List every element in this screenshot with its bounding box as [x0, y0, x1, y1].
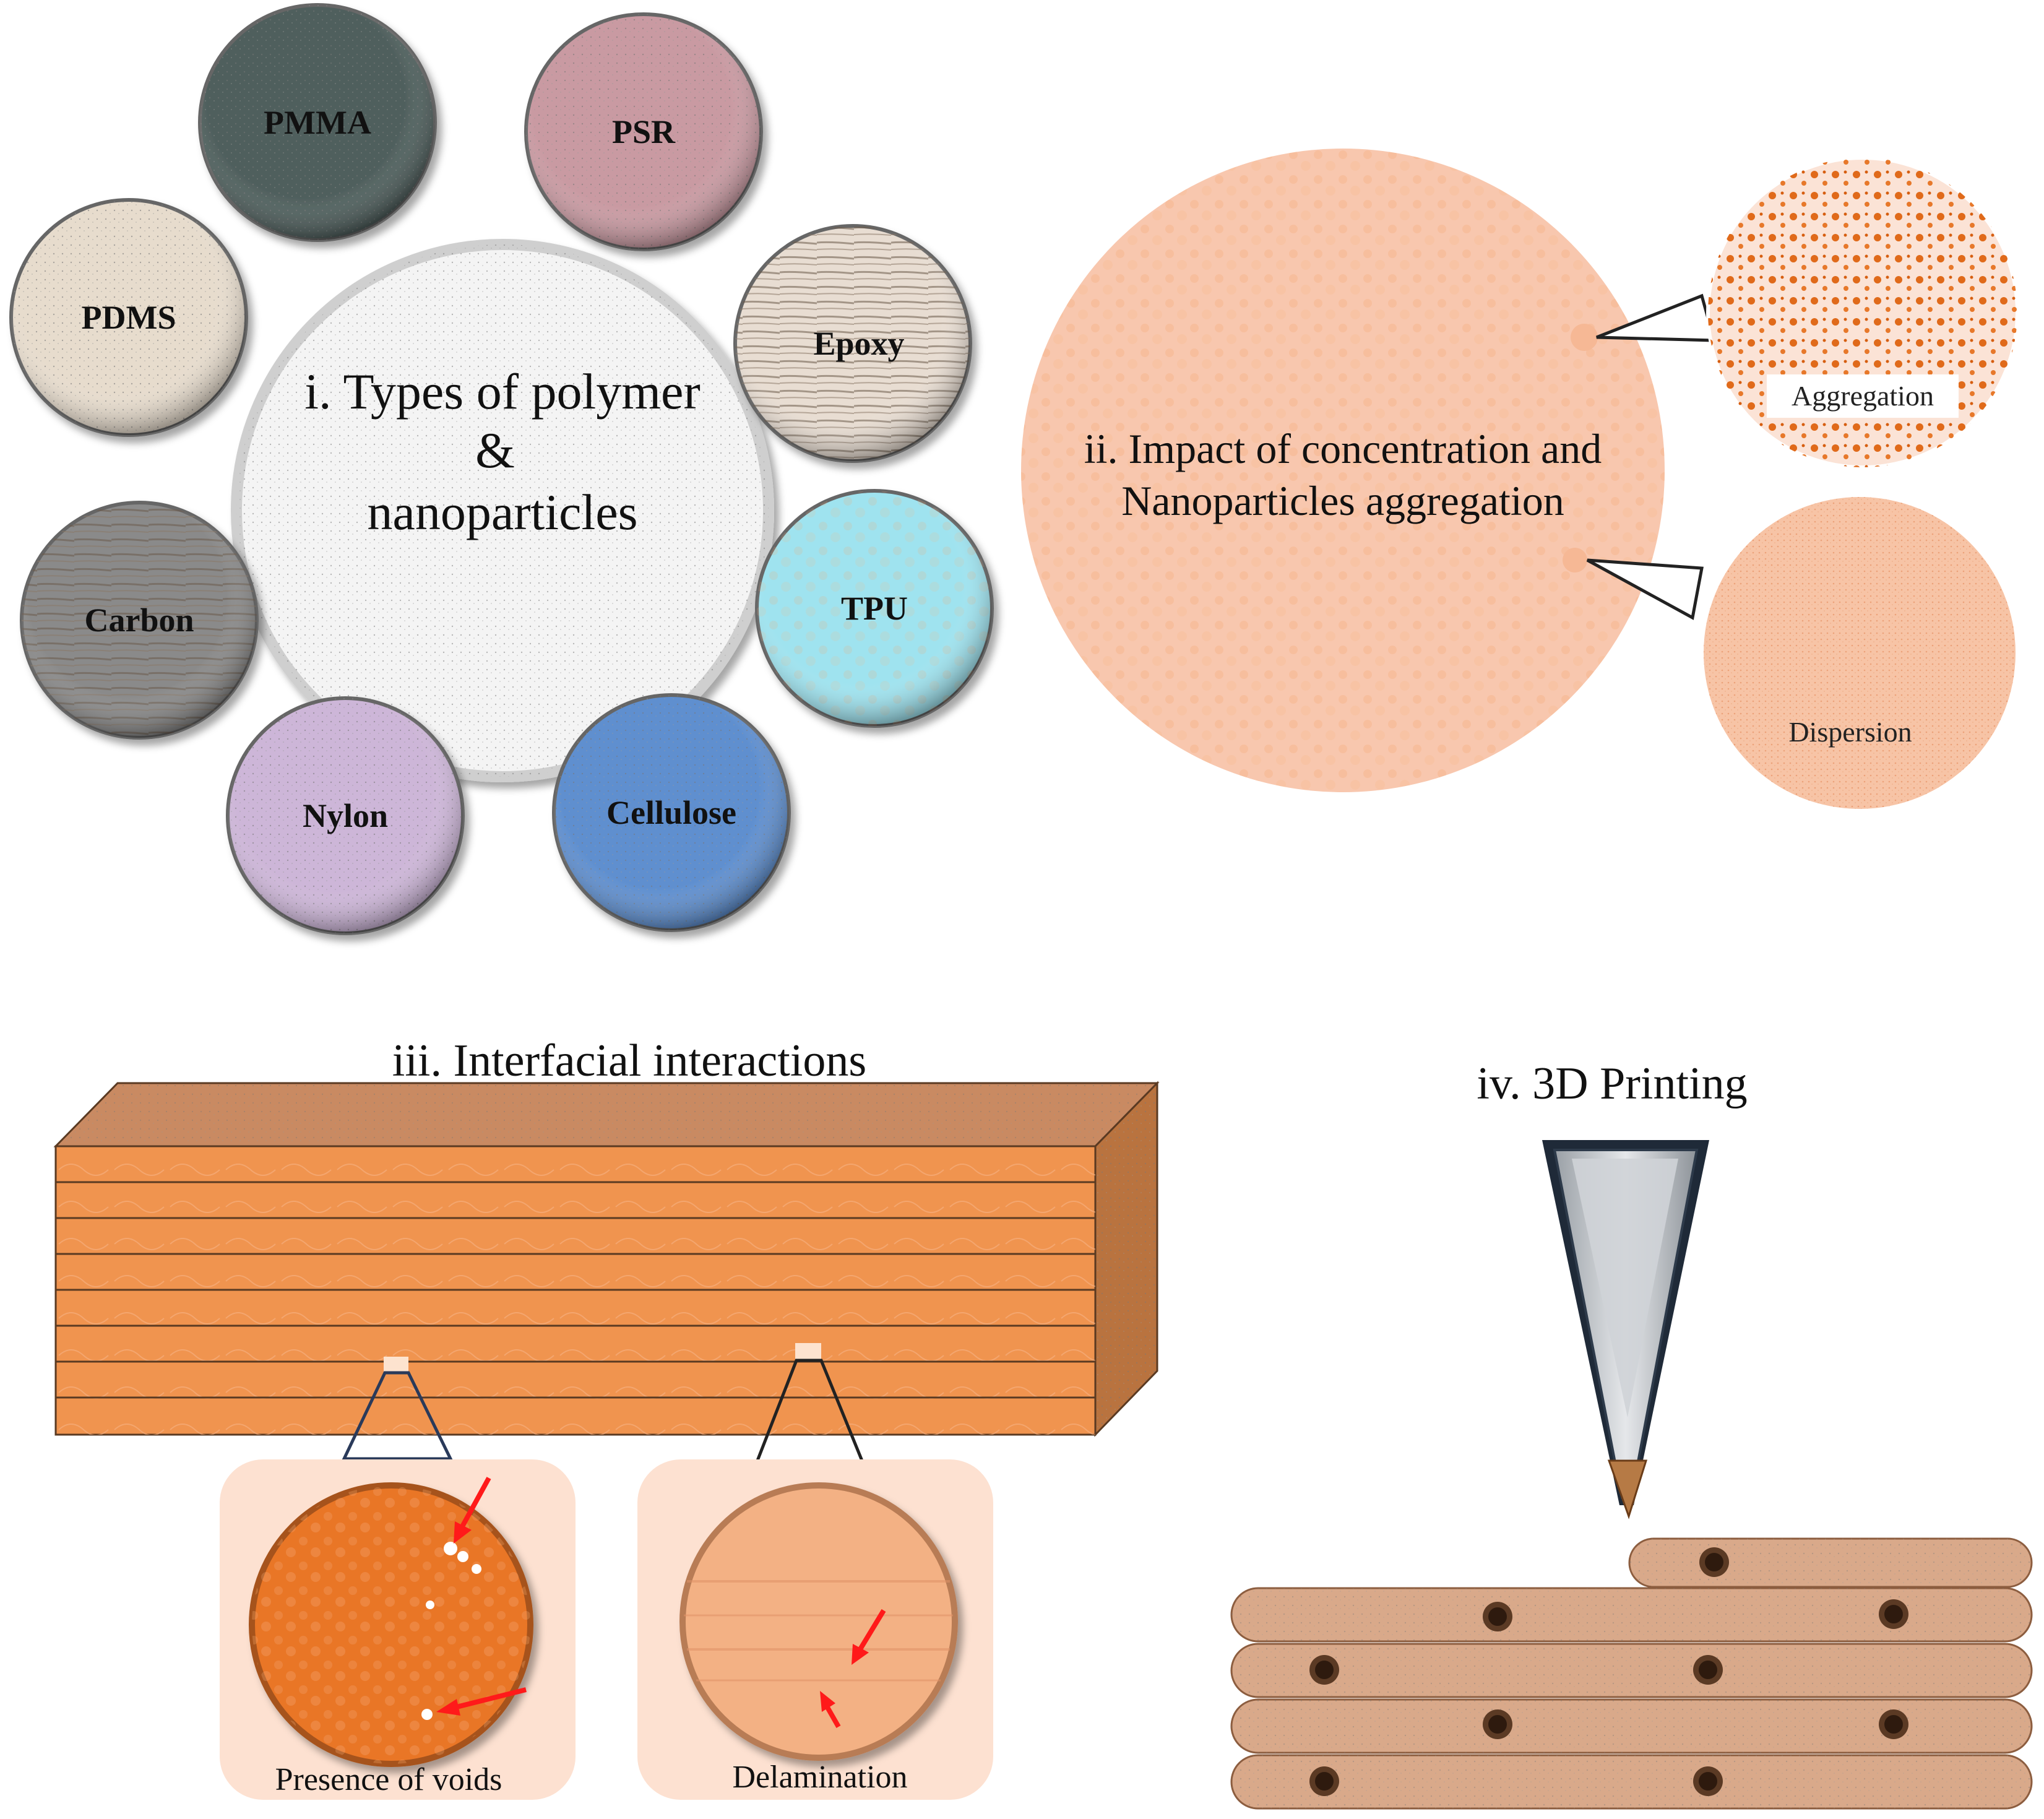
delamination-arrow-2: [820, 1691, 841, 1728]
aggregation-label: Aggregation: [1792, 380, 1934, 412]
polymer-label-carbon: Carbon: [84, 602, 194, 639]
polymer-bubble-cellulose: [552, 693, 791, 932]
polymer-label-psr: PSR: [612, 113, 676, 150]
polymer-label-pmma: PMMA: [264, 104, 371, 141]
polymer-label-nylon: Nylon: [303, 797, 388, 834]
panel-i-title-line2: &: [475, 422, 515, 478]
polymer-bubble-pdms: [9, 198, 248, 437]
voids-spot: [384, 1357, 408, 1373]
dispersion-zoom-circle: [1704, 497, 2016, 809]
nanoparticle-dot: [1879, 1599, 1908, 1629]
aggregation-zoom-circle: [1706, 156, 2019, 469]
delamination-label: Delamination: [732, 1760, 907, 1795]
panel-ii-concentration: ii. Impact of concentration and Nanopart…: [1021, 149, 2019, 809]
aggregation-label-box: [1767, 374, 1959, 418]
panel-ii-title-line2: Nanoparticles aggregation: [1121, 477, 1564, 524]
polymer-bubble-epoxy: [733, 224, 972, 463]
polymer-bubble-carbon: [20, 501, 259, 740]
nanoparticle-dot: [1309, 1766, 1339, 1796]
delamination-spot: [795, 1343, 821, 1360]
printed-layers: [1230, 1537, 2033, 1810]
printed-layer: [1230, 1698, 2033, 1754]
nanoparticle-dot: [1483, 1602, 1512, 1631]
dispersion-label: Dispersion: [1788, 716, 1912, 748]
panel-iv-3d-printing: iv. 3D Printing: [1230, 1058, 2033, 1810]
polymer-bubble-tpu: [755, 489, 994, 728]
printed-layer: [1628, 1537, 2033, 1588]
polymer-bubble-pmma: [198, 3, 437, 242]
polymer-bubble-psr: [524, 12, 763, 251]
panel-i-title-line1: i. Types of polymer: [304, 363, 701, 420]
polymer-label-cellulose: Cellulose: [606, 794, 736, 831]
panel-i-types-of-polymer: i. Types of polymer & nanoparticles PMMA…: [9, 3, 994, 935]
printed-layer: [1230, 1587, 2033, 1643]
delamination-zoom-circle: [679, 1482, 958, 1761]
delamination-arrow-1: [852, 1609, 886, 1665]
nanoparticle-dot: [1693, 1655, 1723, 1685]
dispersion-spot: [1563, 548, 1587, 572]
panel-iii-title: iii. Interfacial interactions: [392, 1035, 866, 1086]
panel-ii-title-line1: ii. Impact of concentration and: [1084, 425, 1602, 472]
nanoparticle-dot: [1309, 1655, 1339, 1685]
central-polymer-circle: [231, 239, 774, 782]
void-arrow-2: [436, 1687, 527, 1716]
panel-iii-interfacial: iii. Interfacial interactions: [53, 1035, 1160, 1800]
polymer-bubble-nylon: [226, 696, 465, 935]
polymer-label-tpu: TPU: [841, 590, 908, 627]
block-layer-lines: [56, 1181, 1095, 1399]
printer-nozzle: [1542, 1140, 1709, 1519]
polymer-label-pdms: PDMS: [82, 299, 176, 336]
panel-iv-title: iv. 3D Printing: [1477, 1058, 1747, 1109]
panel-i-title-line3: nanoparticles: [367, 484, 637, 540]
dispersion-zoom-wedge: [1586, 558, 1704, 620]
voids-zoom-trapezoid: [342, 1371, 454, 1461]
nanoparticle-dot: [1483, 1709, 1512, 1739]
polymer-label-epoxy: Epoxy: [813, 325, 904, 362]
printed-layer: [1230, 1643, 2033, 1698]
nanoparticle-dot: [1693, 1766, 1723, 1796]
aggregation-spot: [1571, 324, 1598, 351]
printed-layer: [1230, 1754, 2033, 1810]
void-dots: [421, 1542, 481, 1720]
nanoparticle-dot: [1879, 1709, 1908, 1739]
voids-label: Presence of voids: [275, 1762, 502, 1797]
void-arrow-1: [454, 1477, 491, 1544]
voids-zoom-circle: [249, 1482, 533, 1767]
nanoparticle-dot: [1699, 1547, 1729, 1577]
